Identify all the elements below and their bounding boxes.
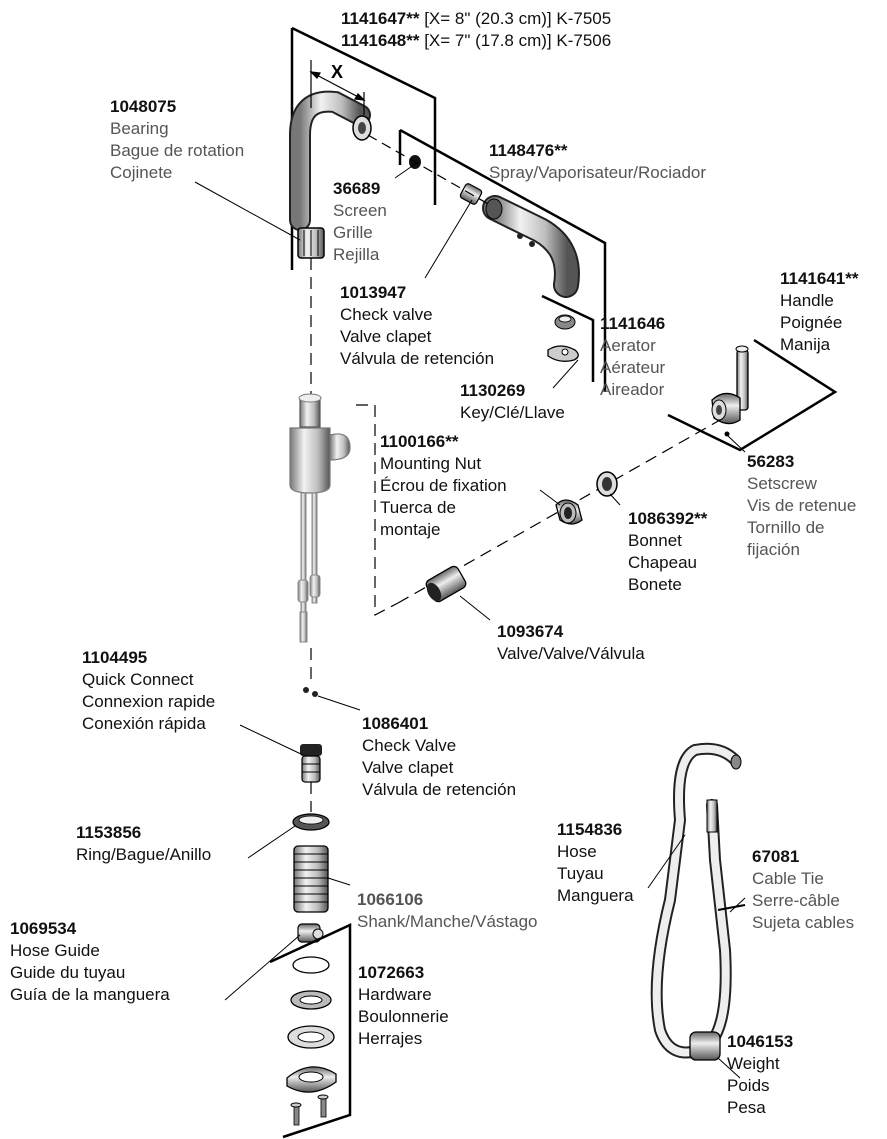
x-dimension-marker (309, 60, 366, 115)
label-key: 1130269 Key/Clé/Llave (460, 381, 565, 422)
header-line-2: 1141648** [X= 7" (17.8 cm)] K-7506 (341, 31, 612, 50)
header-line-1: 1141647** [X= 8" (20.3 cm)] K-7505 (341, 9, 612, 28)
label-valve: 1093674 Valve/Valve/Válvula (497, 622, 645, 663)
label-ring: 1153856 Ring/Bague/Anillo (76, 823, 212, 864)
label-handle: 1141641** Handle Poignée Manija (780, 269, 859, 354)
hardware-panel-outline (269, 923, 352, 1139)
handle-panel-outline (667, 338, 838, 452)
label-spray: 1148476** Spray/Vaporisateur/Rociador (489, 141, 707, 182)
spray-panel-outline (398, 128, 607, 392)
check-valve-bottom-illustration (303, 687, 318, 697)
label-check-valve-top: 1013947 Check valve Valve clapet Válvula… (340, 283, 495, 368)
leader-spout-spray (367, 134, 491, 206)
bonnet-illustration (596, 471, 618, 497)
label-aerator: 1141646 Aerator Aérateur Aireador (600, 314, 666, 399)
label-screen: 36689 Screen Grille Rejilla (333, 179, 387, 264)
valve-cartridge-illustration (425, 565, 467, 603)
key-illustration (547, 345, 579, 362)
shank-illustration (293, 845, 329, 913)
x-dimension-label: X (331, 62, 344, 82)
hose-illustration (650, 742, 746, 1061)
hardware-illustration (286, 956, 337, 1126)
label-hardware: 1072663 Hardware Boulonnerie Herrajes (358, 963, 449, 1048)
label-bonnet: 1086392** Bonnet Chapeau Bonete (628, 509, 708, 594)
label-check-valve-bottom: 1086401 Check Valve Valve clapet Válvula… (362, 714, 517, 799)
quick-connect-illustration (300, 744, 322, 783)
label-cable-tie: 67081 Cable Tie Serre-câble Sujeta cable… (752, 847, 855, 932)
mounting-nut-illustration (555, 499, 583, 525)
spout-illustration (289, 90, 372, 231)
centerline-bracket (356, 404, 399, 616)
label-hose: 1154836 Hose Tuyau Manguera (557, 820, 634, 905)
leader-lines (194, 161, 746, 1079)
handle-illustration (711, 345, 749, 437)
label-weight: 1046153 Weight Poids Pesa (727, 1032, 794, 1117)
label-setscrew: 56283 Setscrew Vis de retenue Tornillo d… (747, 452, 857, 559)
label-shank: 1066106 Shank/Manche/Vástago (357, 890, 538, 931)
label-quick-connect: 1104495 Quick Connect Connexion rapide C… (82, 648, 216, 733)
label-bearing: 1048075 Bearing Bague de rotation Cojine… (110, 97, 245, 182)
ring-illustration (292, 813, 330, 831)
faucet-body-illustration (289, 393, 351, 643)
aerator-panel-outline (541, 294, 595, 382)
bearing-illustration (297, 227, 325, 259)
label-hose-guide: 1069534 Hose Guide Guide du tuyau Guía d… (10, 919, 170, 1004)
label-mounting-nut: 1100166** Mounting Nut Écrou de fixation… (380, 432, 507, 539)
spray-head-illustration (482, 195, 580, 298)
aerator-illustration (554, 314, 576, 330)
